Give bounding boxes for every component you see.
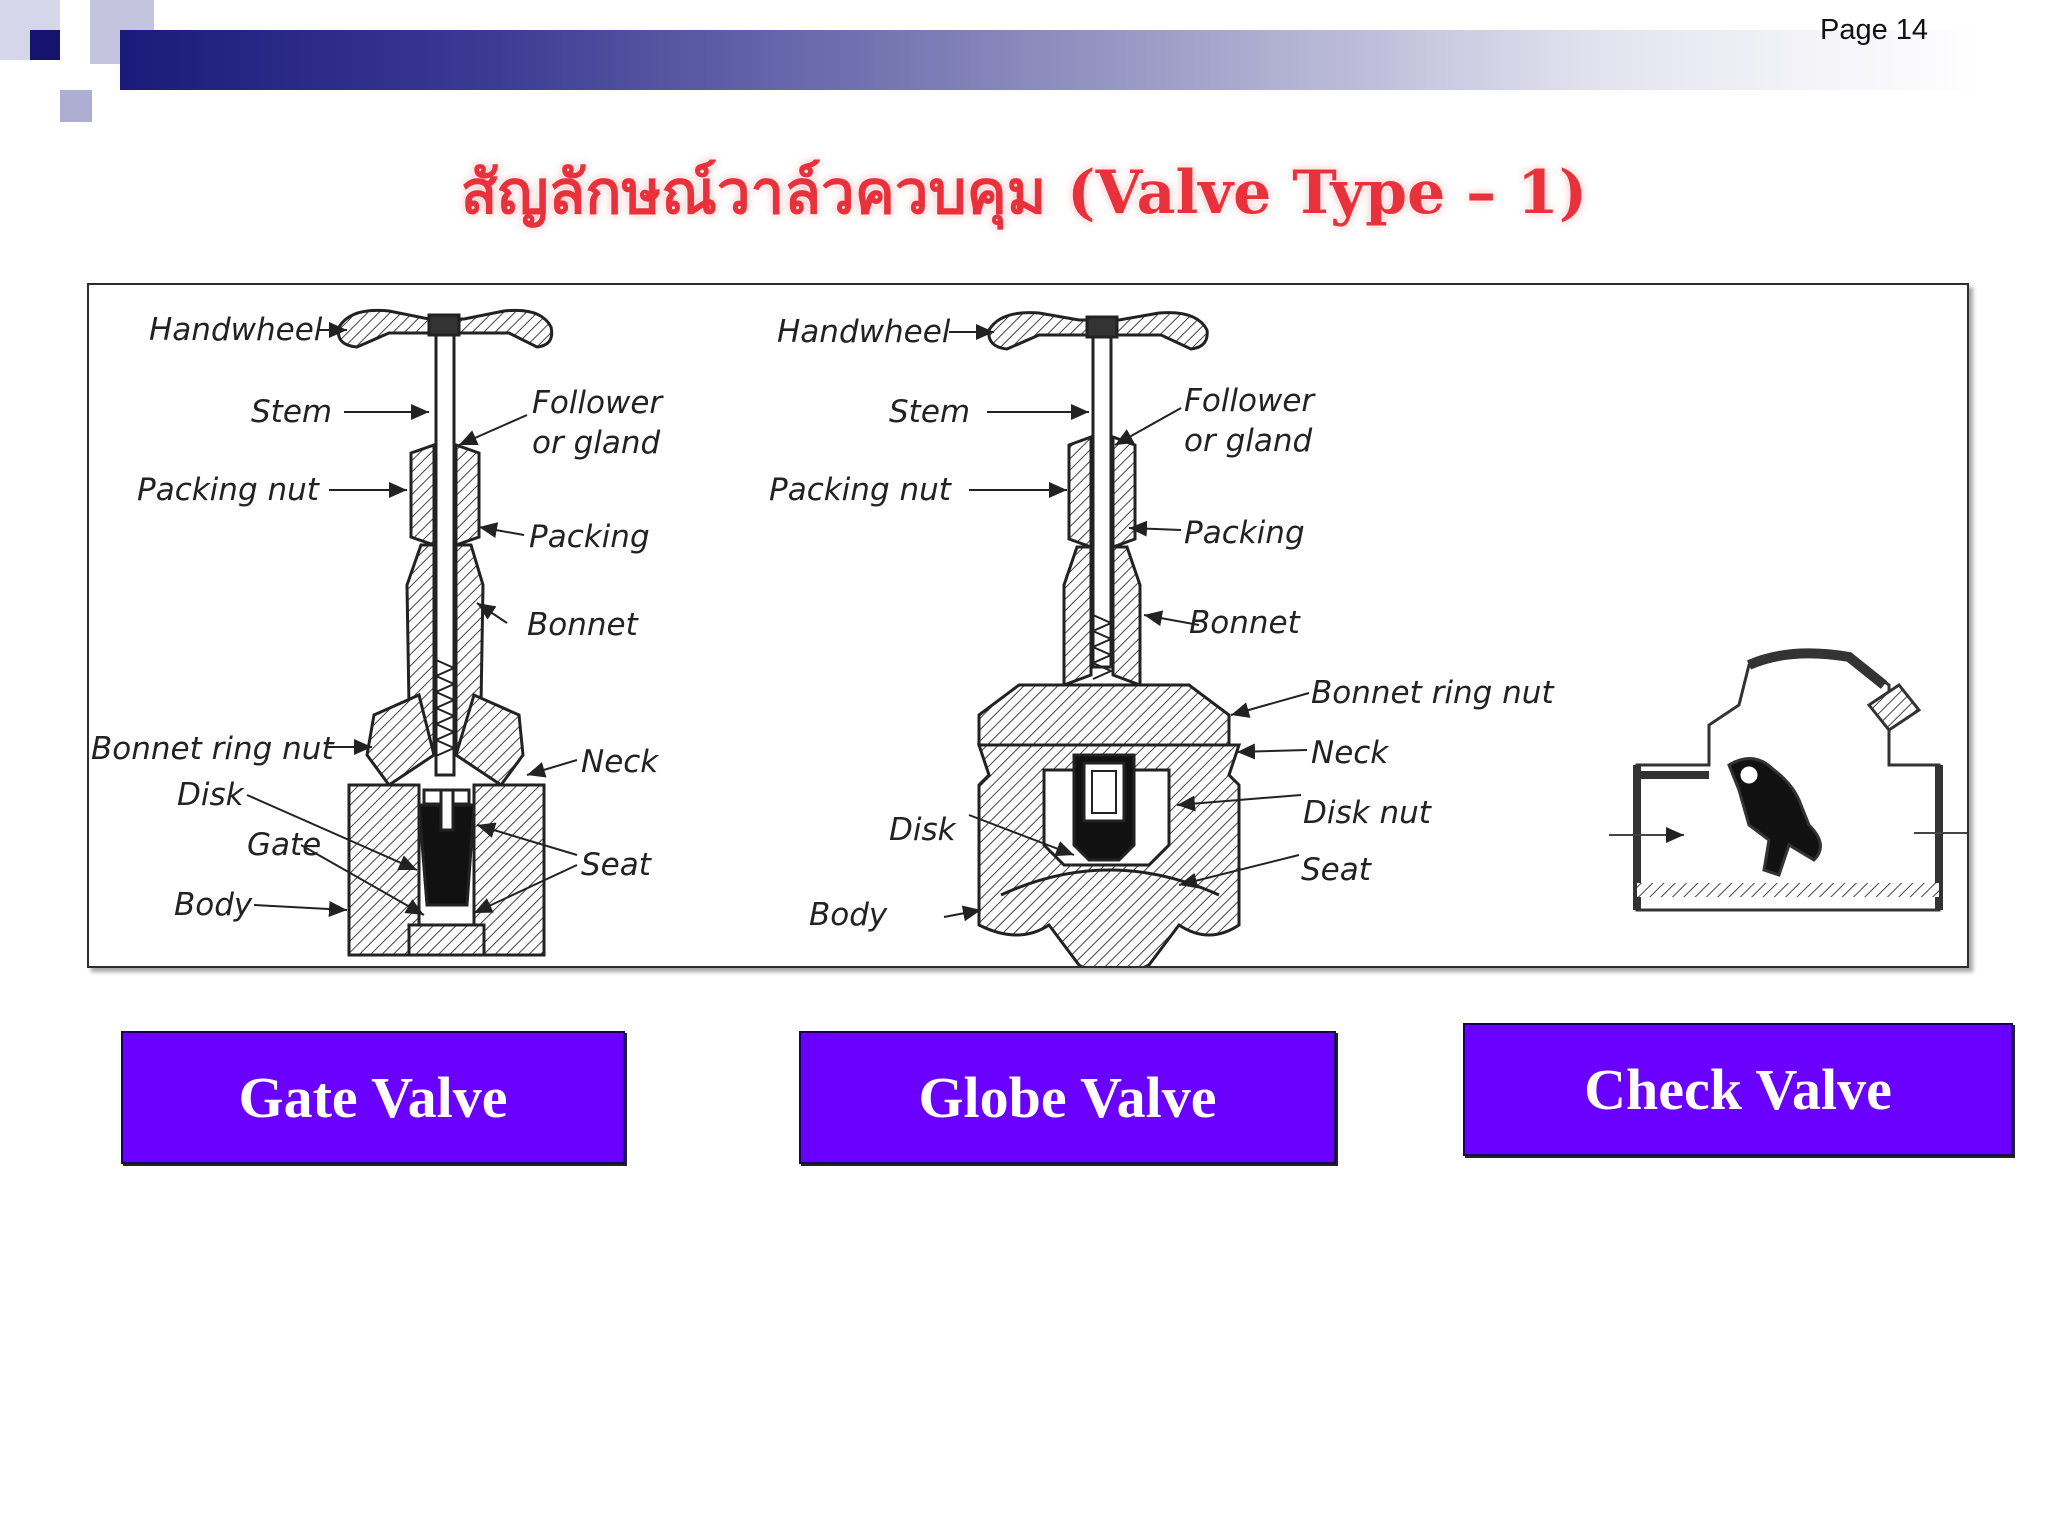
globe-label-follower: Follower	[1184, 383, 1316, 419]
globe-label-disk: Disk	[889, 812, 957, 848]
gate-label-neck: Neck	[581, 744, 659, 780]
page-number: Page 14	[1820, 14, 1929, 46]
globe-label-body: Body	[809, 897, 888, 933]
gate-label-follower: Follower	[532, 385, 664, 421]
gate-label-disk: Disk	[177, 777, 245, 813]
gate-label-packing: Packing	[529, 519, 650, 555]
check-valve-drawing	[1633, 648, 1943, 912]
gate-label-gland: or gland	[532, 425, 661, 461]
globe-label-gland: or gland	[1184, 423, 1313, 459]
gate-label-gate: Gate	[247, 827, 321, 863]
globe-label-bonnet: Bonnet	[1189, 605, 1302, 641]
valve-diagrams-svg: Handwheel Stem Packing nut Follower or g…	[91, 308, 1967, 966]
globe-valve-drawing	[976, 311, 1242, 966]
globe-label-packing-nut: Packing nut	[769, 472, 953, 508]
globe-label-bonnet-ring-nut: Bonnet ring nut	[1311, 675, 1555, 711]
gate-label-seat: Seat	[581, 847, 653, 883]
globe-label-packing: Packing	[1184, 515, 1305, 551]
corner-square-dark	[30, 30, 60, 60]
gate-label-stem: Stem	[251, 394, 332, 430]
globe-label-disk-nut: Disk nut	[1303, 795, 1433, 831]
corner-square-small	[60, 90, 92, 122]
globe-label-stem: Stem	[889, 394, 970, 430]
globe-valve-button[interactable]: Globe Valve	[799, 1031, 1336, 1164]
globe-valve-labels: Handwheel Stem Packing nut Follower or g…	[769, 314, 1555, 933]
slide-title: สัญลักษณ์วาล์วควบคุม (Valve Type – 1)	[460, 158, 1588, 228]
globe-label-handwheel: Handwheel	[777, 314, 951, 350]
globe-label-seat: Seat	[1301, 852, 1373, 888]
gate-label-handwheel: Handwheel	[149, 312, 323, 348]
gate-valve-drawing	[336, 308, 554, 957]
header-gradient-band	[120, 30, 1980, 90]
gate-valve-labels: Handwheel Stem Packing nut Follower or g…	[91, 312, 664, 923]
check-valve-button[interactable]: Check Valve	[1463, 1023, 2013, 1156]
valve-diagram-frame: Handwheel Stem Packing nut Follower or g…	[87, 283, 1969, 968]
gate-label-packing-nut: Packing nut	[137, 472, 321, 508]
gate-label-bonnet-ring-nut: Bonnet ring nut	[91, 731, 335, 767]
gate-valve-callouts	[246, 322, 578, 918]
gate-label-body: Body	[174, 887, 253, 923]
check-valve-flow-arrows	[1609, 827, 1967, 843]
gate-label-bonnet: Bonnet	[527, 607, 640, 643]
globe-valve-callouts	[943, 324, 1310, 922]
gate-valve-button[interactable]: Gate Valve	[121, 1031, 625, 1164]
globe-label-neck: Neck	[1311, 735, 1389, 771]
